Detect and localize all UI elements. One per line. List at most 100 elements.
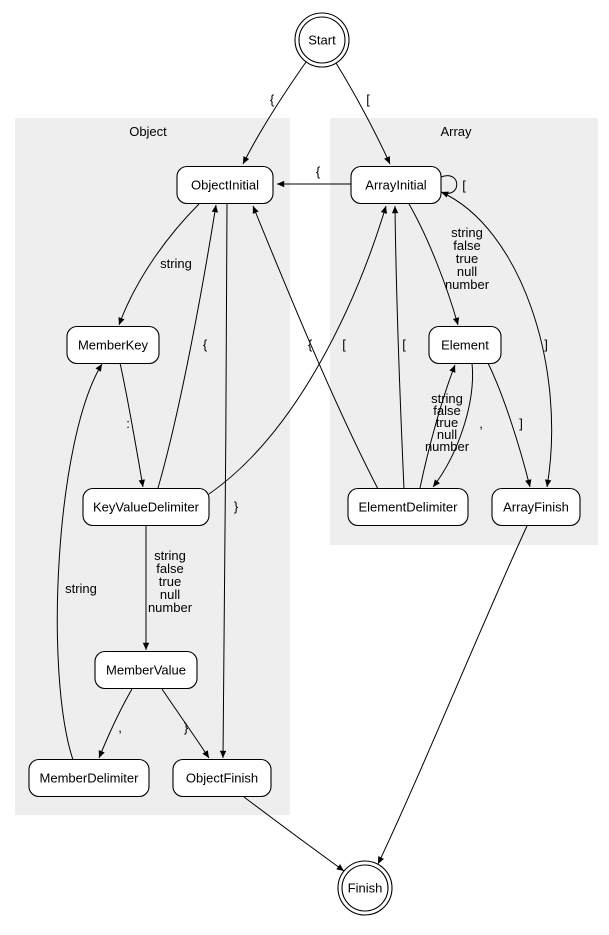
- edge-element-elementdelimiter-path: [432, 362, 474, 488]
- edge-start-arrayinitial: [: [335, 62, 391, 165]
- edge-arrayinitial-arrayfinish-label: ]: [544, 337, 548, 352]
- edge-objectfinish-finish-path: [243, 796, 345, 872]
- edge-memberdelimiter-memberkey-label: string: [65, 581, 97, 596]
- state-elementdelimiter-box: [347, 487, 469, 527]
- edge-memberdelimiter-memberkey-path: [56, 363, 103, 761]
- edge-objectinitial-memberkey-path: [118, 203, 200, 326]
- state-finish: Finish: [337, 860, 393, 916]
- state-arrayinitial-box: [350, 165, 442, 205]
- edge-membervalue-objectfinish-path: [161, 688, 210, 759]
- edge-start-arrayinitial-path: [335, 62, 391, 165]
- edge-objectinitial-objectfinish-path: [219, 203, 228, 759]
- edge-memberkey-keyvaluedelimiter-label: :: [126, 416, 130, 431]
- edge-keyvaluedelimiter-objectinitial-path: [157, 204, 219, 489]
- state-membervalue: MemberValue: [94, 650, 198, 690]
- edge-arrayinitial-arrayfinish-path: [440, 191, 553, 488]
- state-elementdelimiter-label: ElementDelimiter: [359, 500, 459, 515]
- edge-objectinitial-objectfinish: }: [219, 203, 239, 759]
- edge-arrayinitial-self-loop-path: [440, 175, 458, 198]
- state-objectinitial: ObjectInitial: [176, 165, 274, 205]
- cluster-array-label: Array: [440, 124, 472, 139]
- state-objectfinish: ObjectFinish: [172, 758, 272, 798]
- state-memberdelimiter-label: MemberDelimiter: [40, 771, 140, 786]
- state-start-label: Start: [308, 33, 336, 48]
- state-keyvaluedelimiter-label: KeyValueDelimiter: [93, 500, 200, 515]
- edge-element-elementdelimiter: ,: [432, 362, 483, 488]
- state-memberkey-box: [66, 325, 160, 365]
- state-start: Start: [294, 12, 350, 68]
- state-arrayinitial-label: ArrayInitial: [365, 178, 427, 193]
- edge-element-elementdelimiter-label: ,: [479, 416, 483, 431]
- edge-arrayinitial-objectinitial: {: [277, 164, 351, 188]
- edge-keyvaluedelimiter-arrayinitial-label: [: [342, 337, 346, 352]
- state-arrayfinish-box: [491, 487, 581, 527]
- edge-arrayfinish-finish-path: [377, 525, 528, 865]
- edge-arrayinitial-arrayfinish: ]: [440, 191, 553, 488]
- edge-element-arrayfinish-label: ]: [519, 416, 523, 431]
- edge-start-objectinitial: {: [242, 61, 307, 165]
- edge-objectfinish-finish: [243, 796, 345, 872]
- edge-membervalue-memberdelimiter-path: [98, 688, 133, 759]
- edge-elementdelimiter-objectinitial: {: [252, 205, 379, 490]
- edge-objectinitial-memberkey: string: [118, 203, 200, 326]
- state-arrayinitial: ArrayInitial: [350, 165, 442, 205]
- edge-keyvaluedelimiter-arrayinitial-path: [208, 205, 387, 495]
- state-finish-inner-circle: [341, 864, 389, 912]
- state-objectfinish-label: ObjectFinish: [186, 771, 258, 786]
- state-keyvaluedelimiter-box: [82, 487, 210, 527]
- state-memberdelimiter: MemberDelimiter: [28, 758, 150, 798]
- edge-keyvaluedelimiter-objectinitial: {: [157, 204, 219, 489]
- state-memberkey-label: MemberKey: [78, 338, 149, 353]
- state-keyvaluedelimiter: KeyValueDelimiter: [82, 487, 210, 527]
- state-objectinitial-box: [176, 165, 274, 205]
- state-membervalue-box: [94, 650, 198, 690]
- edge-arrayinitial-element-path: [408, 203, 460, 326]
- edge-elementdelimiter-arrayinitial: [: [391, 205, 406, 490]
- state-element: Element: [428, 325, 502, 365]
- state-objectinitial-label: ObjectInitial: [191, 178, 259, 193]
- edge-memberkey-keyvaluedelimiter-path: [119, 362, 145, 488]
- edge-memberdelimiter-memberkey: string: [56, 363, 103, 761]
- edge-elementdelimiter-objectinitial-label: {: [308, 337, 313, 352]
- edge-elementdelimiter-element-path: [419, 364, 456, 489]
- state-arrayfinish: ArrayFinish: [491, 487, 581, 527]
- state-memberdelimiter-box: [28, 758, 150, 798]
- edge-arrayinitial-objectinitial-label: {: [316, 164, 321, 179]
- state-memberkey: MemberKey: [66, 325, 160, 365]
- cluster-object-label: Object: [129, 124, 167, 139]
- edge-elementdelimiter-arrayinitial-label: [: [402, 337, 406, 352]
- edge-elementdelimiter-objectinitial-path: [252, 205, 379, 490]
- edge-keyvaluedelimiter-arrayinitial: [: [208, 205, 387, 495]
- edge-arrayinitial-self-loop-label: [: [462, 178, 466, 193]
- edge-objectinitial-objectfinish-label: }: [234, 499, 239, 514]
- edge-keyvaluedelimiter-objectinitial-label: {: [203, 337, 208, 352]
- edge-start-arrayinitial-label: [: [366, 92, 370, 107]
- edge-objectinitial-memberkey-label: string: [160, 256, 192, 271]
- edge-membervalue-objectfinish-label: }: [184, 720, 189, 735]
- edge-arrayinitial-self-loop: [: [440, 175, 466, 198]
- cluster-object: Object: [15, 118, 290, 815]
- state-element-label: Element: [441, 338, 489, 353]
- edge-start-objectinitial-label: {: [270, 92, 275, 107]
- state-elementdelimiter: ElementDelimiter: [347, 487, 469, 527]
- edge-membervalue-memberdelimiter: ,: [98, 688, 133, 759]
- edge-memberkey-keyvaluedelimiter: :: [119, 362, 145, 488]
- edge-start-objectinitial-path: [242, 61, 307, 165]
- state-finish-label: Finish: [348, 881, 383, 896]
- state-start-inner-circle: [298, 16, 346, 64]
- edge-element-arrayfinish: ]: [487, 362, 532, 488]
- clusters-layer: Object Array: [15, 118, 598, 815]
- state-arrayfinish-label: ArrayFinish: [503, 500, 569, 515]
- edge-elementdelimiter-arrayinitial-path: [391, 205, 405, 490]
- edge-element-arrayfinish-path: [487, 362, 532, 488]
- edge-arrayfinish-finish: [377, 525, 528, 865]
- cluster-object-background: [15, 118, 290, 815]
